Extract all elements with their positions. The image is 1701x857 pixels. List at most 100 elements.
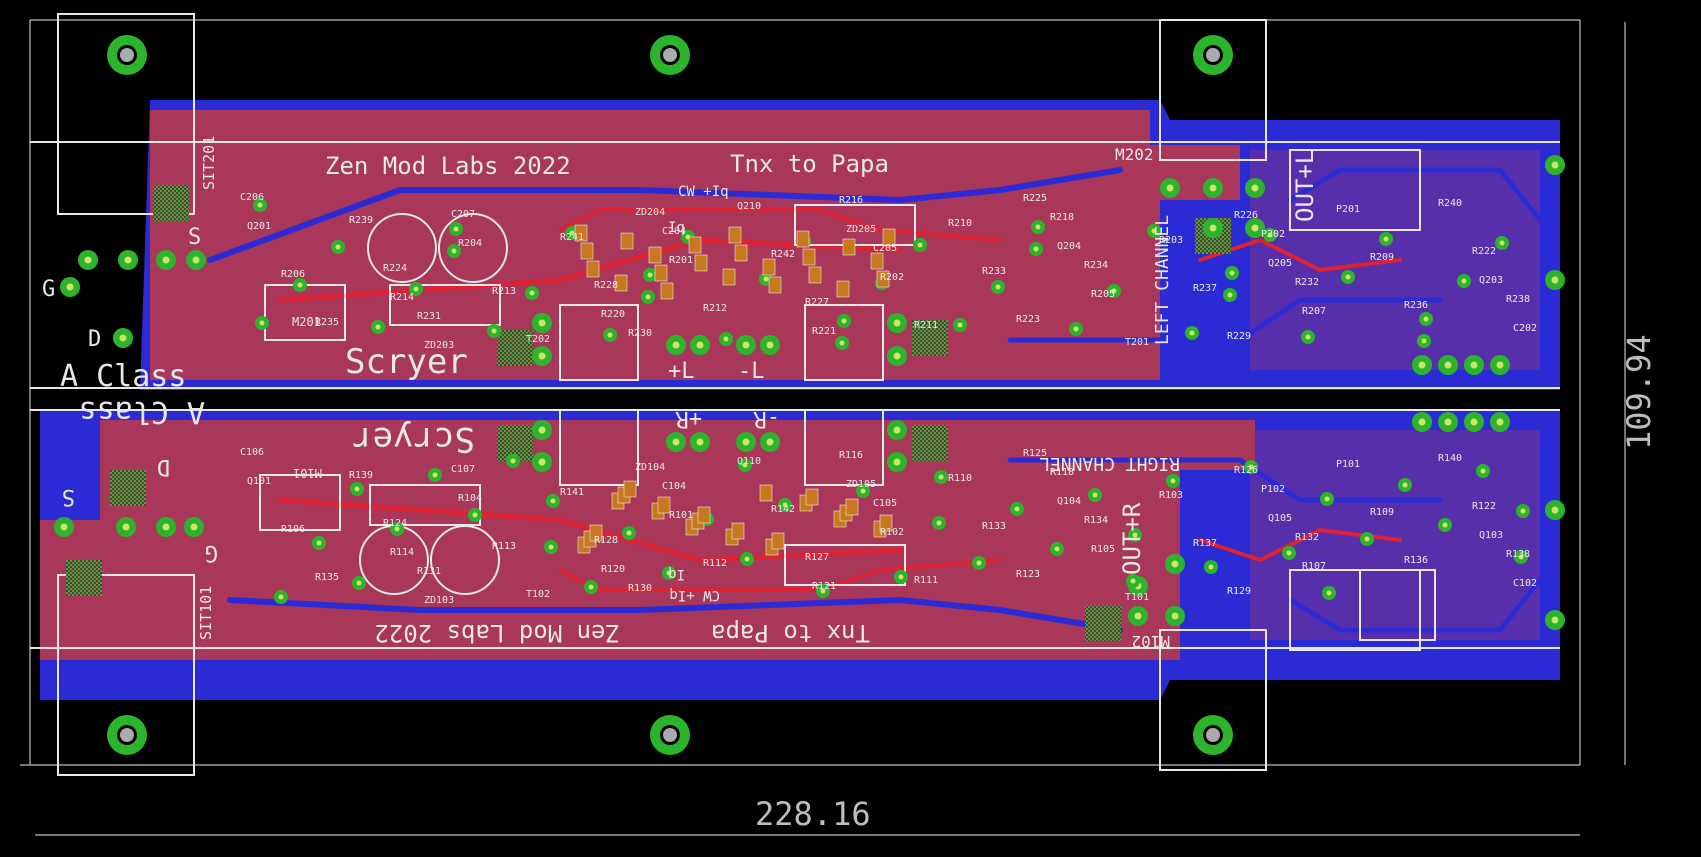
refdes-label: R216 [839,195,863,206]
smd-pad [694,254,708,272]
class-label-right: A Class [79,394,205,429]
pad [468,508,482,522]
refdes-label: C102 [1513,578,1537,589]
m201-label-left: M201 [292,315,321,329]
out-label-left: OUT+L [1291,150,1319,222]
refdes-label: R239 [349,215,373,226]
pad [1069,322,1083,336]
refdes-label: R123 [1016,569,1040,580]
refdes-label: R222 [1472,246,1496,257]
thermal-pads [66,185,1231,641]
refdes-label: Q105 [1268,513,1292,524]
pad [532,313,552,333]
refdes-label: ZD105 [846,479,876,490]
smd-pad [657,496,671,514]
board-outline [20,19,1581,766]
pad [690,335,710,355]
refdes-label: P101 [1336,459,1360,470]
refdes-label: R137 [1193,538,1217,549]
pad [1545,155,1565,175]
refdes-label: R223 [1016,314,1040,325]
refdes-label: C206 [240,192,264,203]
refdes-label: Q210 [737,201,761,212]
refdes-label: R206 [281,269,305,280]
refdes-label: R213 [492,286,516,297]
refdes-label: R232 [1295,277,1319,288]
refdes-label: C207 [451,209,475,220]
pad [532,420,552,440]
refdes-label: R124 [383,518,407,529]
smd-pad [870,252,884,270]
thanks-label-left: Tnx to Papa [730,150,889,178]
pad [186,250,206,270]
pad [1128,606,1148,626]
smd-pad [648,246,662,264]
refdes-label: R131 [417,566,441,577]
smd-pad [762,258,776,276]
pad [312,536,326,550]
mosfet-label-right: M102 [1131,632,1170,651]
refdes-label: T201 [1125,337,1149,348]
title-label-right: Scryer [352,419,475,459]
refdes-label: R221 [812,326,836,337]
pad [546,494,560,508]
out-label-right: OUT+R [1118,502,1146,575]
refdes-label: R107 [1302,561,1326,572]
pad [506,454,520,468]
rail-pos-right: +R [675,406,702,431]
mosfet-label-left: M202 [1115,145,1154,164]
refdes-label: R125 [1023,448,1047,459]
pad [255,316,269,330]
channel-label-left: LEFT CHANNEL [1152,215,1173,345]
refdes-label: R122 [1472,501,1496,512]
refdes-label: R203 [1159,235,1183,246]
refdes-label: R138 [1506,549,1530,560]
pad [932,516,946,530]
cw-label-right: CW +Iq [669,587,720,603]
refdes-label: R230 [628,328,652,339]
pad [78,250,98,270]
refdes-label: R211 [914,320,938,331]
pad [1476,464,1490,478]
channel-label-right: RIGHT CHANNEL [1039,453,1180,474]
pad [603,328,617,342]
refdes-label: R112 [703,558,727,569]
pad [525,286,539,300]
refdes-label: R214 [390,292,414,303]
pad [760,432,780,452]
pad [1464,355,1484,375]
refdes-label: T102 [526,589,550,600]
refdes-label: R212 [703,303,727,314]
pad [156,517,176,537]
smd-pad [586,260,600,278]
refdes-label: R227 [805,297,829,308]
rail-pos-left: +L [668,359,695,384]
smd-pad [654,264,668,282]
pad [1417,334,1431,348]
refdes-label: T101 [1125,592,1149,603]
pad [736,335,756,355]
pad [887,313,907,333]
smd-parts [574,224,896,556]
refdes-label: R220 [601,309,625,320]
pad [116,517,136,537]
pad [1160,178,1180,198]
d-label-right: D [157,454,170,479]
refdes-label: R226 [1234,210,1258,221]
refdes-label: R142 [771,504,795,515]
pad [1301,330,1315,344]
rail-neg-left: -L [738,359,765,384]
refdes-label: C205 [873,243,897,254]
refdes-label: Q110 [737,456,761,467]
pad [1203,218,1223,238]
thanks-label-right: Tnx to Papa [711,619,870,647]
smd-pad [688,236,702,254]
pad [487,324,501,338]
right-channel-labels: Zen Mod Labs 2022 Tnx to Papa Scryer A C… [62,394,1180,651]
g-label-left: G [42,277,55,302]
refdes-label: R104 [458,493,482,504]
pad [1029,242,1043,256]
pad [913,238,927,252]
pad [666,335,686,355]
